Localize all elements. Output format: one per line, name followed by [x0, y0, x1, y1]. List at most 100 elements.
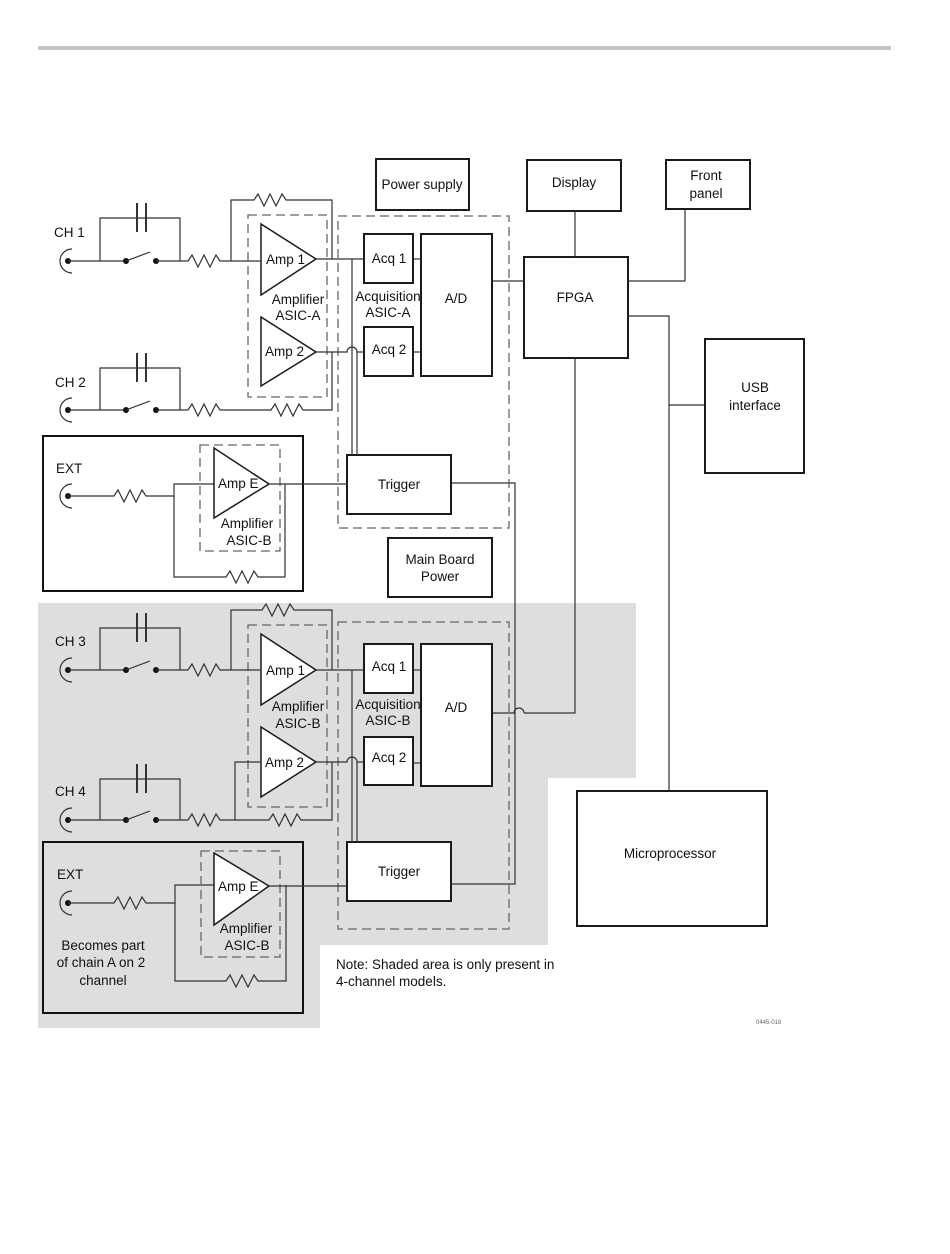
ampe-2-triangle [213, 851, 271, 927]
ch2-switch-arm [125, 400, 151, 411]
microprocessor-block [576, 790, 768, 927]
amp-asic-b-label-2: ASIC-B [275, 716, 320, 731]
note-line-2: 4-channel models. [336, 974, 446, 989]
ampe-2-label: Amp E [218, 879, 259, 894]
ch3-fb-left [230, 609, 258, 670]
acq-asic-b-outline [337, 621, 510, 930]
ext1-label: EXT [56, 461, 82, 476]
acq2-a-block [363, 326, 414, 377]
acq-asic-a-label-1: Acquisition [355, 289, 420, 304]
ad-b-fpga-wire [524, 358, 576, 714]
ch2-resistor-icon [183, 403, 225, 417]
amp2-acq2-wire [316, 346, 364, 353]
ext1-fb-right [262, 484, 286, 578]
display-block [526, 159, 622, 212]
ch1-connector-icon [59, 248, 73, 274]
ad-b-label: A/D [445, 700, 468, 715]
amp-asic-b-ext2-label-1: Amplifier [220, 921, 273, 936]
frontpanel-fpga-wire [628, 209, 686, 282]
acq2-a-label: Acq 2 [372, 342, 407, 357]
ad-b-crossover [492, 707, 525, 714]
acq-asic-a-label-2: ASIC-A [365, 305, 410, 320]
ch4-label: CH 4 [55, 784, 86, 799]
fpga-micro-bus [628, 315, 670, 791]
header-rule [38, 46, 891, 50]
acq-asic-b-label-2: ASIC-B [365, 713, 410, 728]
ch3-switch-arm [125, 660, 151, 671]
ch3-cap-loop [99, 627, 181, 670]
fpga-block [523, 256, 629, 359]
ext2-fb-right [262, 885, 287, 982]
trigger-b-label: Trigger [378, 864, 421, 879]
ch4-connector-icon [59, 807, 73, 833]
amp-asic-a-label-1: Amplifier [272, 292, 325, 307]
ch2-feedback-resistor-icon [266, 403, 308, 417]
ch4-fb [305, 762, 333, 821]
amp2-a-label: Amp 2 [265, 344, 304, 359]
ch2-cap-loop [99, 367, 181, 410]
main-board-power-label-2: Power [421, 569, 460, 584]
amp2-a-triangle [260, 315, 318, 388]
ad-b-block [420, 643, 493, 787]
power-supply-label: Power supply [381, 177, 462, 192]
ext2-note-2: of chain A on 2 [57, 955, 146, 970]
main-board-power-label-1: Main Board [405, 552, 474, 567]
ext2-fb-left [174, 903, 222, 982]
acq1-b-label: Acq 1 [372, 659, 407, 674]
trigger-link-wire [452, 482, 516, 885]
ext1-frame [42, 435, 304, 592]
ext1-feedback-resistor-icon [221, 570, 263, 584]
ch2-fb [307, 352, 333, 411]
amp-asic-b-ext1-label-2: ASIC-B [226, 533, 271, 548]
display-label: Display [552, 175, 597, 190]
ch3-label: CH 3 [55, 634, 86, 649]
ch3-connector-icon [59, 657, 73, 683]
ch4-cap-loop [99, 778, 181, 820]
ad-a-label: A/D [445, 291, 468, 306]
trigger-a-label: Trigger [378, 477, 421, 492]
ext1-fb-left [173, 496, 222, 578]
acq2-b-label: Acq 2 [372, 750, 407, 765]
ext2-in [150, 884, 214, 904]
amp1-b-label: Amp 1 [266, 663, 305, 678]
ch2-connector-icon [59, 397, 73, 423]
trigger-a-block [346, 454, 452, 515]
ch1-fb-right [290, 199, 333, 259]
ch2-label: CH 2 [55, 375, 86, 390]
amp-asic-a-label-2: ASIC-A [275, 308, 320, 323]
ch4-amp-in [234, 761, 261, 820]
ext2-label: EXT [57, 867, 83, 882]
ch1-feedback-resistor-icon [249, 193, 291, 207]
ampe-1-triangle [213, 446, 271, 520]
ch1-cap-loop [99, 217, 181, 261]
fpga-label: FPGA [557, 290, 594, 305]
acq1-a-label: Acq 1 [372, 251, 407, 266]
ad-a-block [420, 233, 493, 377]
ch4-switch-arm [125, 810, 151, 821]
front-panel-block [665, 159, 751, 210]
ch1-fb-left [230, 199, 250, 261]
acq-asic-a-outline [337, 215, 510, 529]
amp-asic-a-outline [247, 214, 328, 398]
amp2-b-label: Amp 2 [265, 755, 304, 770]
ch1-switch-arm [125, 251, 151, 262]
amp-asic-b-ext2-outline [200, 850, 281, 958]
amp-asic-b-label-1: Amplifier [272, 699, 325, 714]
amp-asic-b-outline [247, 624, 328, 808]
ext2-note-1: Becomes part [61, 938, 145, 953]
ext2-connector-icon [59, 890, 73, 916]
ext1-resistor-icon [109, 489, 151, 503]
amp1-a-label: Amp 1 [266, 252, 305, 267]
usb-label-1: USB [741, 380, 769, 395]
amp-asic-b-ext2-label-2: ASIC-B [224, 938, 269, 953]
front-panel-label-2: panel [689, 186, 722, 201]
amp-asic-b-ext1-label-1: Amplifier [221, 516, 274, 531]
usb-label-2: interface [729, 398, 781, 413]
power-supply-block [375, 158, 470, 211]
ext1-connector-icon [59, 483, 73, 509]
ext2-frame [42, 841, 304, 1014]
ch3-fb-right [298, 609, 333, 670]
note-line-1: Note: Shaded area is only present in [336, 957, 554, 972]
usb-interface-block [704, 338, 805, 474]
